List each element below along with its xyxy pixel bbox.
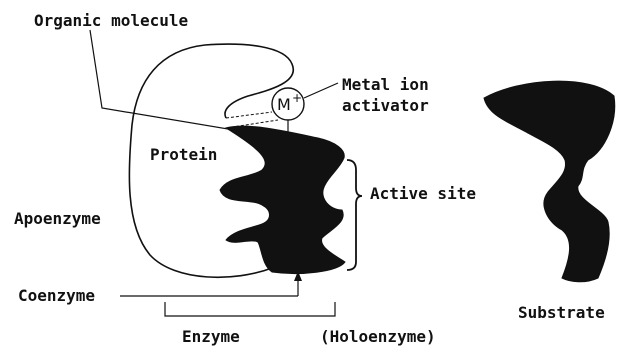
label-holoenzyme: (Holoenzyme): [320, 328, 436, 346]
coenzyme-shape: [220, 126, 345, 273]
label-organic-molecule: Organic molecule: [34, 12, 188, 30]
label-coenzyme: Coenzyme: [18, 287, 95, 305]
metal-ion-leader: [304, 83, 338, 98]
metal-ion-symbol: M: [277, 95, 291, 114]
active-site-bracket: [347, 160, 362, 270]
label-activator: activator: [342, 97, 429, 115]
cleft-top-line: [226, 112, 272, 118]
enzyme-bracket: [165, 302, 335, 316]
label-metal-ion: Metal ion: [342, 76, 429, 94]
label-enzyme: Enzyme: [182, 328, 240, 346]
metal-ion-charge: +: [292, 91, 302, 105]
label-active-site: Active site: [370, 185, 476, 203]
label-apoenzyme: Apoenzyme: [14, 210, 101, 228]
substrate-shape: [484, 81, 615, 282]
label-substrate: Substrate: [518, 304, 605, 322]
label-protein: Protein: [150, 146, 217, 164]
